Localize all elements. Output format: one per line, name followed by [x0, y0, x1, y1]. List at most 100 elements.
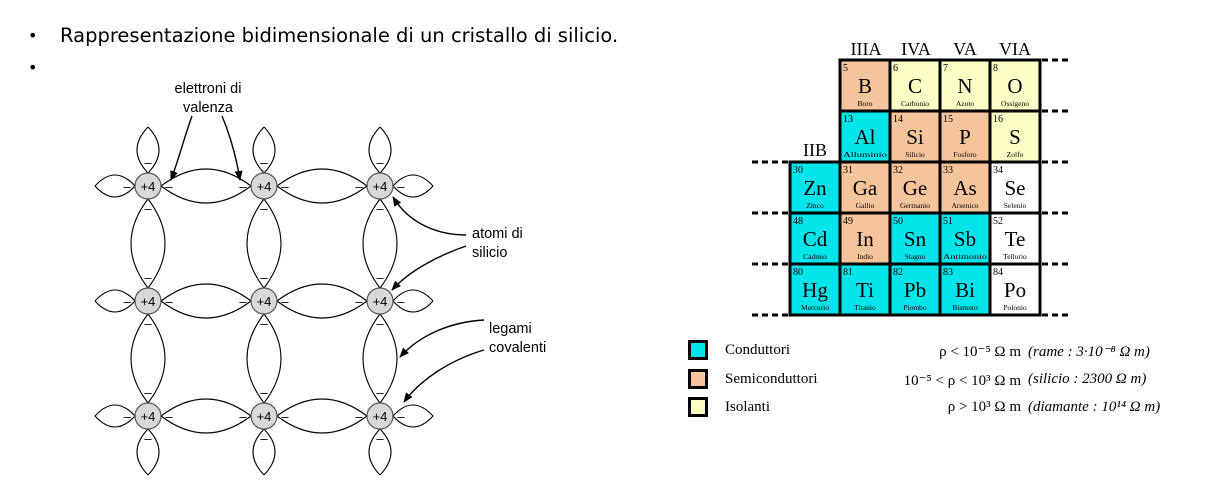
atomic-number: 6 [893, 63, 898, 74]
element-box [938, 262, 992, 317]
atom-charge-label: +4 [257, 179, 272, 194]
valence-electron-mark: – [355, 179, 363, 194]
element-symbol: Po [1004, 278, 1026, 302]
silicon-atom [366, 402, 394, 430]
element-name: Mercurio [801, 303, 829, 312]
element-symbol: P [959, 125, 971, 149]
group-header-iiia: IIIA [851, 39, 882, 59]
element-name: Bismuto [952, 303, 978, 312]
valence-electron-mark: – [260, 316, 268, 331]
legend-row-conductors: Conduttori ρ < 10⁻⁵ Ω m (rame : 3·10⁻⁸ Ω… [688, 338, 1188, 364]
atomic-number: 51 [943, 216, 953, 227]
element-symbol: S [1009, 125, 1021, 149]
element-name: Silicio [905, 150, 925, 159]
group-header-via: VIA [999, 39, 1031, 59]
bond-line [94, 289, 136, 302]
bond-line [392, 300, 434, 313]
bond-line [379, 126, 392, 174]
element-symbol: Ga [853, 176, 878, 200]
atomic-number: 32 [893, 165, 903, 176]
element-name: Tellurio [1003, 252, 1027, 261]
atomic-number: 14 [893, 114, 903, 125]
bullet-item: • Rappresentazione bidimensionale di un … [28, 22, 618, 54]
bond-line [263, 198, 282, 289]
bond-line [379, 428, 392, 476]
atom-charge-label: +4 [141, 409, 156, 424]
valence-electron-mark: – [281, 179, 289, 194]
atomic-number: 31 [843, 165, 853, 176]
bullet-dot-icon: • [28, 26, 38, 45]
bond-line [160, 300, 252, 319]
legend-formula: ρ < 10⁻⁵ Ω m [939, 344, 1021, 360]
atomic-number: 15 [943, 114, 953, 125]
valence-electron-mark: – [376, 155, 384, 170]
bond-line [276, 398, 368, 417]
bonds-label-line2: covalenti [489, 340, 546, 356]
legend-label: Semiconduttori [725, 371, 818, 387]
silicon-atom [134, 172, 162, 200]
bond-line [263, 428, 276, 476]
group-header-iva: IVA [901, 39, 931, 59]
valence-electron-mark: – [260, 270, 268, 285]
bond-line [276, 415, 368, 434]
element-symbol: Ti [856, 278, 874, 302]
element-symbol: O [1007, 74, 1022, 98]
group-headers: IIIA IVA VA VIA IIB [803, 39, 1031, 160]
valence-electron-mark: – [376, 385, 384, 400]
silicon-atom [366, 172, 394, 200]
bond-line [94, 174, 136, 187]
valence-electron-mark: – [260, 431, 268, 446]
legend-row-semiconductors: Semiconduttori 10⁻⁵ < ρ < 10³ Ω m (silic… [688, 367, 1188, 393]
element-name: Piombo [903, 303, 927, 312]
bond-line [147, 126, 160, 174]
valence-electron-mark: – [144, 201, 152, 216]
bond-line [136, 428, 149, 476]
element-name: Titanio [854, 303, 876, 312]
element-symbol: Se [1005, 176, 1026, 200]
bullet-text: Rappresentazione bidimensionale di un cr… [60, 24, 619, 47]
valence-electron-mark: – [144, 316, 152, 331]
valence-label-line2: valenza [183, 100, 234, 116]
element-name: Arsenico [951, 201, 978, 210]
group-header-va: VA [953, 39, 977, 59]
bond-line [276, 300, 368, 319]
bond-line [368, 428, 381, 476]
valence-label-line1: elettroni di [175, 81, 242, 97]
atom-arrow-bottom-icon [391, 245, 467, 291]
bond-line [160, 398, 252, 417]
element-symbol: Pb [904, 278, 926, 302]
atomic-number: 84 [993, 267, 1003, 278]
element-name: Stagno [905, 252, 926, 261]
bond-line [94, 415, 136, 428]
element-symbol: Bi [955, 278, 975, 302]
bond-line [130, 313, 149, 404]
valence-electron-mark: – [239, 409, 247, 424]
silicon-atom [250, 402, 278, 430]
silicon-atom [366, 287, 394, 315]
bond-line [160, 415, 252, 434]
bullet-item: • [28, 54, 618, 86]
bond-line [147, 313, 166, 404]
element-name: Selenio [1004, 201, 1027, 210]
element-name: Indio [857, 252, 873, 261]
element-name: Azoto [956, 99, 975, 108]
valence-electron-mark: – [144, 155, 152, 170]
valence-electron-mark: – [144, 431, 152, 446]
silicon-atoms: +4––––+4––––+4––––+4––––+4––––+4––––+4––… [123, 155, 405, 446]
bonds-label-line1: legami [489, 321, 532, 337]
bullet-dot-icon: • [28, 58, 38, 77]
legend-example: (diamante : 10¹⁴ Ω m) [1028, 399, 1161, 415]
legend-label: Conduttori [725, 342, 791, 358]
element-name: Germanio [900, 201, 930, 210]
callout-arrows [170, 115, 485, 403]
bond-arrow-top-icon [399, 319, 485, 358]
element-box [838, 109, 892, 164]
bond-line [276, 168, 368, 187]
